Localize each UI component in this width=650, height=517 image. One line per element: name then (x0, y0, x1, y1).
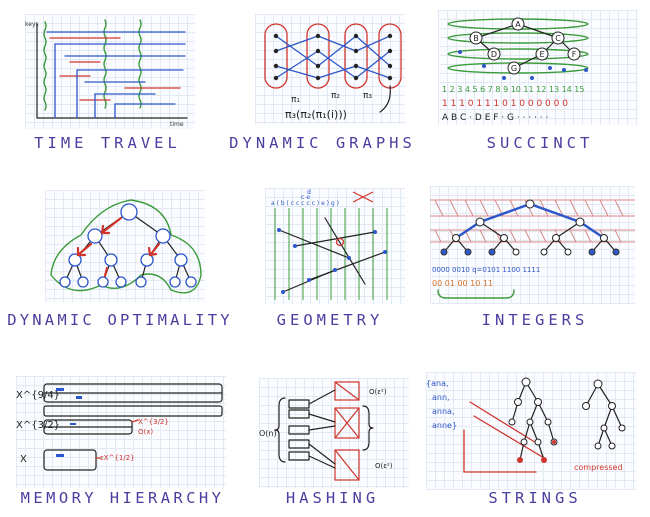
succinct-illustration: A B C D E F G 1 2 3 4 5 6 7 8 9 10 11 12… (438, 10, 638, 125)
tile-caption: HASHING (285, 489, 380, 507)
string-word-4: anne} (432, 421, 457, 430)
svg-text:c e: c e (301, 194, 310, 201)
dynamic-optimality-illustration (45, 190, 205, 302)
annotation-ex12: εX^{1/2} (100, 454, 135, 462)
tile-caption: INTEGERS (481, 311, 589, 329)
tile-strings[interactable]: {ana, ann, anna, anne} (420, 362, 650, 517)
compressed-label: compressed (574, 463, 623, 472)
string-word-3: anna, (432, 407, 455, 416)
integer-codes: 0000 0010 q=0101 1100 1111 (432, 266, 540, 274)
integer-prefixes: 00 01 00 10 11 (432, 279, 493, 288)
node-d: D (491, 50, 497, 59)
annotation-x32: X^{3/2} (138, 418, 169, 426)
tile-dynamic-optimality[interactable]: DYNAMIC OPTIMALITY (0, 178, 240, 338)
pi3-label: π₃ (363, 91, 372, 101)
index-row: 1 2 3 4 5 6 7 8 9 10 11 12 13 14 15 (442, 85, 585, 94)
letter-row: A B C · D E F · G · · · · · · (442, 113, 548, 123)
integers-illustration: 0000 0010 q=0101 1100 1111 00 01 00 10 1… (430, 186, 635, 304)
tile-caption: DYNAMIC OPTIMALITY (7, 311, 233, 329)
string-word-2: ann, (432, 393, 450, 402)
hashing-right-top: O(ε²) (369, 388, 387, 396)
tile-dynamic-graphs[interactable]: π₁ π₂ π₃ π₃(π₂(π₁(i))) DYNAMIC GRAPHS (215, 0, 430, 170)
tile-succinct[interactable]: A B C D E F G 1 2 3 4 5 6 7 8 9 10 11 12… (430, 0, 650, 170)
node-b: B (473, 34, 479, 43)
tile-caption: TIME TRAVEL (34, 134, 181, 152)
strings-illustration: {ana, ann, anna, anne} (426, 372, 636, 490)
composition-formula: π₃(π₂(π₁(i))) (285, 108, 347, 121)
tile-caption: GEOMETRY (276, 311, 384, 329)
tile-hashing[interactable]: O(n) O(ε²) O(ε²) HA (245, 362, 420, 517)
node-f: F (572, 50, 577, 59)
level-1-label: X^{9/4} (16, 390, 60, 401)
svg-text:a ( b ( c c c c c ) e ) g ): a ( b ( c c c c c ) e ) g ) (271, 200, 339, 207)
node-e: E (539, 50, 544, 59)
hashing-left-label: O(n) (259, 429, 277, 438)
string-word-1: {ana, (426, 379, 449, 388)
hashing-illustration: O(n) O(ε²) O(ε²) (259, 378, 409, 488)
tile-time-travel[interactable]: keys time (0, 0, 215, 170)
annotation-ox: O(x) (138, 428, 153, 436)
memory-hierarchy-illustration: X^{9/4} X^{3/2} X X^{3/2} (16, 376, 226, 488)
level-2-label: X^{3/2} (16, 420, 60, 431)
tile-caption: STRINGS (488, 489, 582, 507)
pi2-label: π₂ (331, 91, 340, 101)
tile-caption: DYNAMIC GRAPHS (229, 134, 416, 152)
tile-memory-hierarchy[interactable]: X^{9/4} X^{3/2} X X^{3/2} (0, 362, 245, 517)
bit-row: 1 1 1 0 1 1 1 0 1 0 0 0 0 0 0 (442, 99, 568, 109)
node-g: G (511, 64, 517, 73)
node-a: A (515, 20, 521, 29)
svg-text:d: d (307, 189, 311, 196)
tile-integers[interactable]: 0000 0010 q=0101 1100 1111 00 01 00 10 1… (420, 178, 650, 338)
level-3-label: X (20, 454, 27, 465)
time-axis-label: time (170, 121, 184, 128)
time-travel-illustration: keys time (25, 14, 195, 129)
tile-caption: SUCCINCT (486, 134, 594, 152)
node-c: C (555, 34, 561, 43)
keys-axis-label: keys (25, 21, 39, 28)
tile-caption: MEMORY HIERARCHY (20, 489, 225, 507)
pi1-label: π₁ (291, 95, 300, 105)
dynamic-graphs-illustration: π₁ π₂ π₃ π₃(π₂(π₁(i))) (255, 14, 405, 124)
hashing-right-bottom: O(ε²) (375, 462, 393, 470)
